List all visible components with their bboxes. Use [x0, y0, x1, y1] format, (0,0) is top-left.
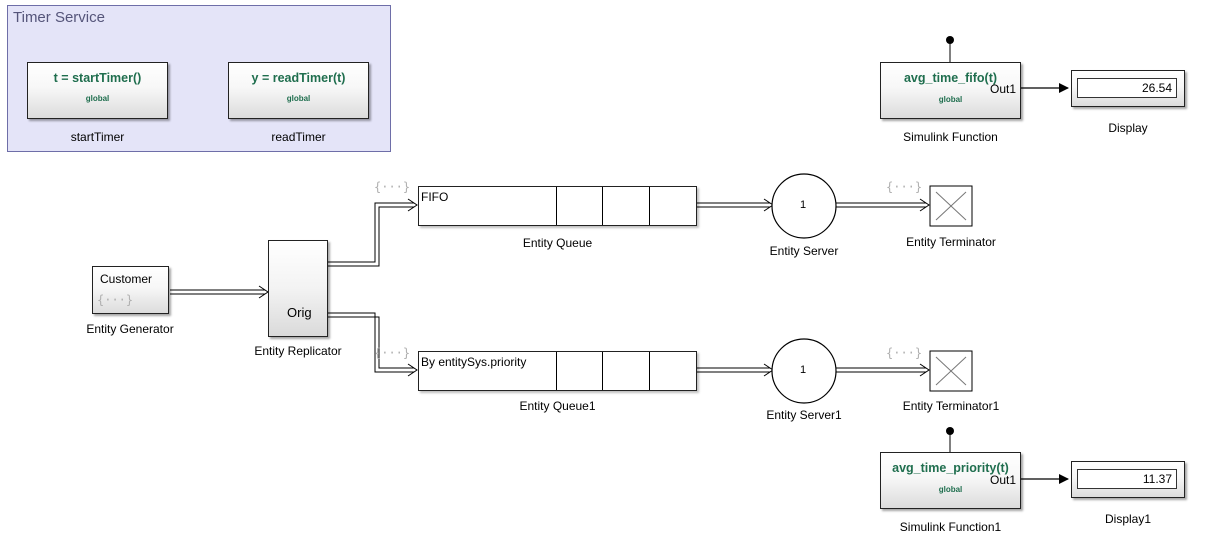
- entity-generator-label: Entity Generator: [86, 322, 174, 336]
- simulink-function1-scope: global: [938, 485, 963, 494]
- entity-queue-policy: FIFO: [421, 190, 449, 204]
- simulink-function1-signature: avg_time_priority(t): [892, 461, 1009, 475]
- simulink-function1-block[interactable]: avg_time_priority(t) global Out1: [880, 452, 1021, 509]
- display-block[interactable]: 26.54: [1071, 70, 1185, 107]
- read-timer-scope: global: [286, 94, 311, 103]
- queue-slot-divider: [556, 187, 557, 225]
- entity-line-generator-replicator[interactable]: [170, 285, 269, 299]
- display1-block[interactable]: 11.37: [1071, 461, 1185, 498]
- start-timer-label: startTimer: [70, 130, 125, 144]
- entity-line-queue1-server1[interactable]: [697, 363, 774, 377]
- entity-replicator-label: Entity Replicator: [254, 344, 342, 358]
- read-timer-signature: y = readTimer(t): [251, 71, 346, 85]
- entity-terminator-label: Entity Terminator: [906, 235, 996, 249]
- entity-line-replicator-queue1[interactable]: [328, 312, 418, 377]
- entity-replicator-block[interactable]: Orig: [268, 240, 328, 337]
- entity-line-replicator-queue[interactable]: [328, 198, 418, 267]
- attr-badge-terminator1: {···}: [886, 346, 923, 360]
- queue-slot-divider: [649, 352, 650, 390]
- entity-queue-label: Entity Queue: [522, 236, 593, 250]
- attr-badge-queue: {···}: [374, 180, 411, 194]
- entity-server1-shape[interactable]: [771, 338, 837, 404]
- entity-queue-block[interactable]: FIFO: [418, 186, 697, 226]
- simulink-function1-out-port: Out1: [989, 473, 1016, 487]
- simulink-function-out-port: Out1: [989, 82, 1016, 96]
- entity-server-label: Entity Server: [769, 244, 839, 258]
- display1-value: 11.37: [1077, 469, 1177, 489]
- simulink-function1-label: Simulink Function1: [899, 520, 1002, 534]
- entity-generator-attr-icon: {···}: [97, 293, 134, 307]
- entity-queue1-policy: By entitySys.priority: [421, 355, 527, 369]
- display1-label: Display1: [1104, 512, 1152, 526]
- entity-line-server1-terminator1[interactable]: [836, 363, 930, 377]
- entity-server-capacity: 1: [800, 199, 807, 211]
- display-label: Display: [1108, 121, 1148, 135]
- attr-badge-terminator: {···}: [886, 180, 923, 194]
- entity-line-server-terminator[interactable]: [836, 198, 930, 212]
- simulink-function-signature: avg_time_fifo(t): [903, 71, 998, 85]
- entity-queue1-label: Entity Queue1: [519, 399, 596, 413]
- trigger-port-simulink-function: [946, 36, 954, 62]
- entity-generator-block[interactable]: Customer {···}: [92, 266, 169, 314]
- simulink-function-block[interactable]: avg_time_fifo(t) global Out1: [880, 62, 1021, 119]
- read-timer-label: readTimer: [271, 130, 326, 144]
- entity-terminator-shape[interactable]: [929, 185, 973, 227]
- start-timer-block[interactable]: t = startTimer() global: [27, 62, 168, 119]
- entity-replicator-port-label: Orig: [287, 305, 312, 320]
- entity-server1-capacity: 1: [800, 364, 807, 376]
- simulink-function-scope: global: [938, 95, 963, 104]
- queue-slot-divider: [556, 352, 557, 390]
- entity-queue1-block[interactable]: By entitySys.priority: [418, 351, 697, 391]
- entity-line-queue-server[interactable]: [697, 198, 774, 212]
- start-timer-scope: global: [85, 94, 110, 103]
- timer-service-title: Timer Service: [13, 9, 105, 26]
- entity-terminator1-label: Entity Terminator1: [902, 399, 1000, 413]
- entity-server1-label: Entity Server1: [766, 408, 842, 422]
- queue-slot-divider: [649, 187, 650, 225]
- entity-generator-type: Customer: [100, 272, 153, 286]
- read-timer-block[interactable]: y = readTimer(t) global: [228, 62, 369, 119]
- queue-slot-divider: [602, 187, 603, 225]
- entity-server-shape[interactable]: [771, 173, 837, 239]
- start-timer-signature: t = startTimer(): [53, 71, 142, 85]
- display-value: 26.54: [1077, 78, 1177, 98]
- trigger-port-simulink-function1: [946, 427, 954, 452]
- simulink-function-label: Simulink Function: [903, 130, 998, 144]
- queue-slot-divider: [602, 352, 603, 390]
- entity-terminator1-shape[interactable]: [929, 350, 973, 392]
- attr-badge-queue1: {···}: [374, 346, 411, 360]
